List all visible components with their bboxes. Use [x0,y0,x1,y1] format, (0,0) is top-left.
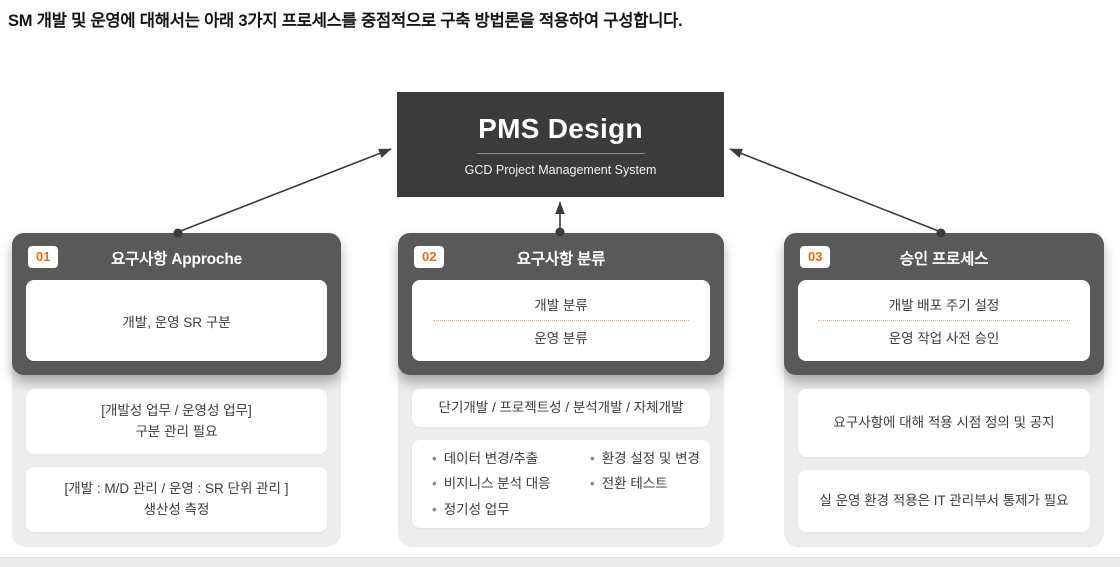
card-line: [개발성 업무 / 운영성 업무] [101,402,252,418]
bottom-strip [0,557,1120,567]
dotted-divider [818,320,1070,321]
bullet-item: • 정기성 업무 [432,501,584,519]
column-01-number-badge: 01 [28,246,59,268]
process-column-01: 01 요구사항 Approche 개발, 운영 SR 구분 [개발성 업무 / … [12,233,341,547]
info-card: 단기개발 / 프로젝트성 / 분석개발 / 자체개발 [412,389,710,427]
info-card: 요구사항에 대해 적용 시점 정의 및 공지 [798,389,1090,457]
process-column-03: 03 승인 프로세스 개발 배포 주기 설정 운영 작업 사전 승인 요구사항에… [784,233,1104,547]
bullet-list-left: • 데이터 변경/추출 • 비지니스 분석 대응 • 정기성 업무 [432,450,584,519]
pms-divider [476,152,645,154]
column-01-title: 요구사항 Approche [110,251,243,268]
column-02-header: 02 요구사항 분류 개발 분류 운영 분류 [398,233,724,375]
card-line: 생산성 측정 [143,501,210,517]
column-02-header-top: 02 요구사항 분류 [412,245,710,271]
bullet-item: • 전환 테스트 [590,475,700,493]
column-03-title: 승인 프로세스 [899,251,989,268]
pms-subtitle: GCD Project Management System [464,162,657,177]
bullet-icon: • [432,476,437,492]
column-02-title: 요구사항 분류 [516,251,606,268]
column-02-number-badge: 02 [414,246,445,268]
column-01-body: [개발성 업무 / 운영성 업무] 구분 관리 필요 [개발 : M/D 관리 … [12,375,341,546]
header-line: 개발 배포 주기 설정 [888,298,1000,313]
page-heading: SM 개발 및 운영에 대해서는 아래 3가지 프로세스를 중점적으로 구축 방… [8,12,683,30]
dotted-divider [432,320,690,321]
card-line: 요구사항에 대해 적용 시점 정의 및 공지 [833,414,1055,430]
column-03-header: 03 승인 프로세스 개발 배포 주기 설정 운영 작업 사전 승인 [784,233,1104,375]
bullet-item: • 데이터 변경/추출 [432,450,584,468]
bullet-label: 정기성 업무 [443,501,510,517]
card-line: 구분 관리 필요 [135,423,218,439]
column-03-header-top: 03 승인 프로세스 [798,245,1090,271]
bullet-label: 데이터 변경/추출 [443,450,539,466]
bullet-label: 환경 설정 및 변경 [601,450,700,466]
pms-design-box: PMS Design GCD Project Management System [397,92,724,197]
bullet-label: 비지니스 분석 대응 [443,476,551,492]
bullet-label: 전환 테스트 [601,476,668,492]
process-column-02: 02 요구사항 분류 개발 분류 운영 분류 단기개발 / 프로젝트성 / 분석… [398,233,724,547]
bullet-list-right: • 환경 설정 및 변경 • 전환 테스트 [590,450,700,493]
column-03-body: 요구사항에 대해 적용 시점 정의 및 공지 실 운영 환경 적용은 IT 관리… [784,375,1104,546]
column-03-number-badge: 03 [800,246,831,268]
header-line: 운영 분류 [534,331,588,346]
column-03-header-box: 개발 배포 주기 설정 운영 작업 사전 승인 [798,280,1090,361]
card-line: [개발 : M/D 관리 / 운영 : SR 단위 관리 ] [64,480,289,496]
column-01-header: 01 요구사항 Approche 개발, 운영 SR 구분 [12,233,341,375]
info-card: 실 운영 환경 적용은 IT 관리부서 통제가 필요 [798,470,1090,532]
pms-title: PMS Design [478,112,643,144]
header-line: 운영 작업 사전 승인 [888,331,1000,346]
bullet-item: • 비지니스 분석 대응 [432,475,584,493]
bullet-icon: • [432,501,437,517]
column-01-header-top: 01 요구사항 Approche [26,245,327,271]
column-01-header-box: 개발, 운영 SR 구분 [26,280,327,361]
header-line: 개발, 운영 SR 구분 [122,314,231,330]
info-card-bullets: • 데이터 변경/추출 • 비지니스 분석 대응 • 정기성 업무 • [412,440,710,528]
info-card: [개발 : M/D 관리 / 운영 : SR 단위 관리 ] 생산성 측정 [26,467,327,532]
bullet-icon: • [590,476,595,492]
bullets-row: • 데이터 변경/추출 • 비지니스 분석 대응 • 정기성 업무 • [412,450,710,519]
card-line: 실 운영 환경 적용은 IT 관리부서 통제가 필요 [819,492,1069,508]
arrow-left-to-pms [173,148,392,238]
card-line: 단기개발 / 프로젝트성 / 분석개발 / 자체개발 [438,399,684,415]
bullet-icon: • [590,450,595,466]
bullet-icon: • [432,450,437,466]
header-line: 개발 분류 [534,298,588,313]
bullet-item: • 환경 설정 및 변경 [590,450,700,468]
column-02-header-box: 개발 분류 운영 분류 [412,280,710,361]
info-card: [개발성 업무 / 운영성 업무] 구분 관리 필요 [26,389,327,454]
arrow-middle-to-pms [555,201,565,237]
column-02-body: 단기개발 / 프로젝트성 / 분석개발 / 자체개발 • 데이터 변경/추출 •… [398,375,724,542]
arrow-right-to-pms [729,148,946,238]
